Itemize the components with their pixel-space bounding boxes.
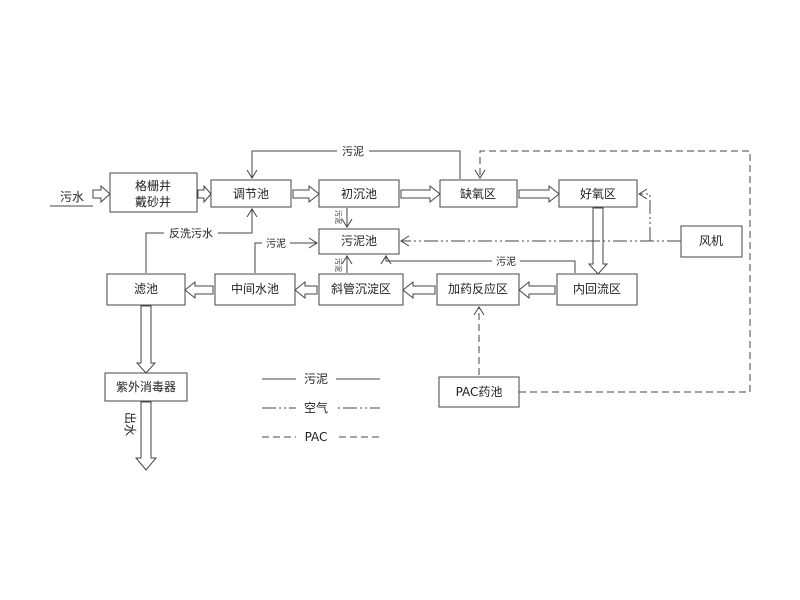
box-intermediate-tank: 中间水池: [214, 273, 296, 306]
box-uv-disinfector: 紫外消毒器: [104, 372, 188, 402]
box-filter-tank: 滤池: [106, 273, 186, 306]
sludge-top-label: 污泥: [342, 145, 364, 158]
flow-arrow-regulating-to-primary: [292, 184, 320, 204]
legend-item-pac: PAC: [262, 430, 380, 444]
sludge-top-label-mask: [337, 145, 369, 157]
box-screen-well-label-1: 格栅井: [135, 178, 171, 193]
outflow-label: 出水: [123, 412, 137, 436]
line-labels: 污泥 反洗污水 污泥 污泥 污泥 污泥: [164, 145, 520, 272]
flow-arrow-filter-to-uv: [135, 305, 157, 374]
inflow-label: 污水: [60, 190, 84, 204]
legend-sludge-label: 污泥: [304, 372, 328, 386]
backwash-line-filter-to-regulating: [145, 208, 258, 273]
flow-arrow-anoxic-to-aerobic: [518, 184, 560, 204]
flow-arrow-primary-to-anoxic: [400, 184, 441, 204]
flow-arrow-inclined-to-intermediate: [294, 280, 318, 300]
box-primary-sedimentation-rect: [318, 179, 400, 208]
box-regulating-tank: 调节池: [210, 179, 292, 208]
box-dosing-reaction-zone-rect: [436, 273, 520, 306]
air-line-blower-to-aerobic: [638, 188, 651, 241]
box-aerobic-zone: 好氧区: [558, 179, 638, 208]
box-filter-tank-rect: [106, 273, 186, 306]
sludge-line-recycle-to-sludge-tank: [380, 255, 576, 273]
sludge-recycle-label: 污泥: [496, 255, 516, 268]
box-internal-recycle-zone: 内回流区: [556, 273, 638, 306]
block-flow-arrows: [92, 184, 609, 471]
box-pac-tank-rect: [438, 376, 520, 408]
box-screen-well-label-2: 戴砂井: [135, 194, 171, 209]
backwash-label: 反洗污水: [169, 227, 213, 240]
box-pac-tank: PAC药池: [438, 376, 520, 408]
flow-arrow-recycle-to-dosing: [518, 280, 556, 300]
process-boxes: 格栅井 戴砂井 调节池 初沉池 缺氧区 好氧区 风机 污泥池 滤池: [104, 172, 743, 408]
sludge-recycle-label-mask: [492, 255, 520, 267]
box-internal-recycle-zone-label: 内回流区: [573, 282, 621, 296]
box-dosing-reaction-zone-label: 加药反应区: [448, 281, 508, 296]
sludge-intermediate-label-mask: [262, 237, 290, 249]
box-filter-tank-label: 滤池: [134, 282, 158, 296]
legend-air-label: 空气: [304, 400, 328, 415]
sludge-line-intermediate-to-sludge-tank: [254, 237, 318, 273]
backwash-label-mask: [164, 227, 218, 239]
box-anoxic-zone-label: 缺氧区: [460, 186, 496, 201]
box-aerobic-zone-label: 好氧区: [580, 187, 616, 201]
box-blower-rect: [680, 225, 743, 258]
box-anoxic-zone: 缺氧区: [439, 179, 518, 208]
box-primary-sedimentation: 初沉池: [318, 179, 400, 208]
legend-pac-label: PAC: [305, 430, 328, 444]
box-blower: 风机: [680, 225, 743, 258]
box-regulating-tank-label: 调节池: [233, 187, 269, 201]
legend: 污泥 空气 PAC: [262, 372, 380, 444]
sludge-vertical-lower-label: 污泥: [334, 258, 342, 272]
box-intermediate-tank-rect: [214, 273, 296, 306]
legend-sludge-mask: [296, 372, 336, 386]
legend-pac-mask: [296, 430, 336, 444]
flow-arrow-intermediate-to-filter: [184, 280, 214, 300]
legend-air-mask: [296, 401, 336, 415]
box-sludge-tank-label: 污泥池: [341, 234, 377, 248]
box-dosing-reaction-zone: 加药反应区: [436, 273, 520, 306]
legend-item-sludge: 污泥: [262, 372, 380, 386]
pac-line-to-anoxic-zone: [474, 150, 751, 393]
box-primary-sedimentation-label: 初沉池: [341, 187, 377, 201]
flow-arrow-dosing-to-inclined: [402, 280, 436, 300]
box-screen-well-rect: [109, 172, 198, 213]
box-sludge-tank: 污泥池: [318, 228, 400, 255]
box-anoxic-zone-rect: [439, 179, 518, 208]
box-inclined-tube-zone-label: 斜管沉淀区: [331, 281, 391, 296]
sludge-intermediate-label: 污泥: [266, 237, 286, 250]
flow-arrow-inflow: [92, 184, 111, 204]
box-uv-disinfector-rect: [104, 372, 188, 402]
legend-item-air: 空气: [262, 400, 380, 415]
sludge-vertical-upper-label: 污泥: [334, 210, 342, 224]
box-aerobic-zone-rect: [558, 179, 638, 208]
stream-labels: 污水 出水: [50, 190, 137, 436]
box-uv-disinfector-label: 紫外消毒器: [116, 380, 176, 394]
box-intermediate-tank-label: 中间水池: [231, 281, 279, 296]
box-inclined-tube-zone: 斜管沉淀区: [318, 273, 404, 306]
box-sludge-tank-rect: [318, 228, 400, 255]
flow-arrow-screen-to-regulating: [197, 184, 212, 204]
box-inclined-tube-zone-rect: [318, 273, 404, 306]
box-internal-recycle-zone-rect: [556, 273, 638, 306]
box-regulating-tank-rect: [210, 179, 292, 208]
box-blower-label: 风机: [699, 234, 723, 248]
flow-arrow-uv-to-outflow: [134, 401, 158, 471]
box-screen-well: 格栅井 戴砂井: [109, 172, 198, 213]
box-pac-tank-label: PAC药池: [456, 385, 503, 399]
